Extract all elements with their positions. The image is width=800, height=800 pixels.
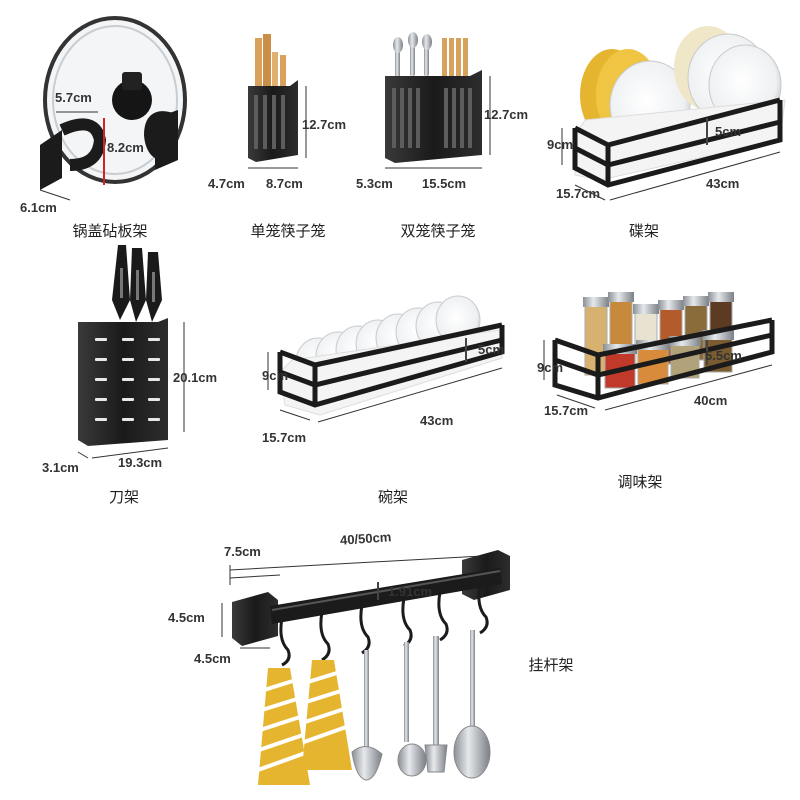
hanging-rail-illustration xyxy=(221,550,510,785)
dim-label: 15.5cm xyxy=(422,176,467,191)
dim-label: 3.1cm xyxy=(42,460,79,475)
caption-spice-rack: 调味架 xyxy=(617,474,663,491)
dim-label: 15.7cm xyxy=(544,403,589,418)
dim-label: 1.91cm xyxy=(388,584,433,599)
knife-block-illustration xyxy=(77,245,185,459)
dim-label: 5.5cm xyxy=(705,348,742,363)
dim-label: 5.3cm xyxy=(356,176,393,191)
pot-lid-rack-illustration xyxy=(39,16,187,201)
dim-label: 43cm xyxy=(420,413,454,428)
dim-label: 9cm xyxy=(262,368,289,383)
lid-knob xyxy=(112,80,152,120)
dish-rack-frame xyxy=(572,97,783,188)
dim-label: 5cm xyxy=(715,124,742,139)
striped-towels xyxy=(257,660,352,785)
dim-label: 6.1cm xyxy=(20,200,57,215)
dim-label: 9cm xyxy=(547,137,574,152)
left-bracket xyxy=(40,130,62,190)
dish-rack-illustration xyxy=(561,26,786,201)
caption-hanging-rail: 挂杆架 xyxy=(528,657,574,674)
dim-label: 15.7cm xyxy=(262,430,307,445)
dim-label: 15.7cm xyxy=(556,186,601,201)
bowl-rack-frame xyxy=(277,322,505,408)
caption-knife-block: 刀架 xyxy=(108,489,140,506)
dim-label: 4.7cm xyxy=(208,176,245,191)
bowl-rack-illustration xyxy=(267,295,505,423)
spice-rack-illustration xyxy=(543,292,775,411)
dim-label: 43cm xyxy=(706,176,740,191)
dim-label: 8.2cm xyxy=(107,140,144,155)
caption-single-chopstick-holder: 单笼筷子笼 xyxy=(250,223,326,240)
caption-dish-rack: 碟架 xyxy=(628,223,660,240)
caption-double-chopstick-holder: 双笼筷子笼 xyxy=(400,223,476,240)
dim-label: 5.7cm xyxy=(55,90,92,105)
hanging-rail xyxy=(270,568,502,624)
dim-label: 4.5cm xyxy=(168,610,205,625)
double-cage xyxy=(385,70,482,163)
dim-label: 8.7cm xyxy=(266,176,303,191)
dim-label: 19.3cm xyxy=(118,455,163,470)
caption-bowl-rack: 碗架 xyxy=(377,489,409,506)
dim-label: 20.1cm xyxy=(173,370,218,385)
spice-rack-frame xyxy=(552,317,775,401)
knife-block xyxy=(78,318,168,446)
caption-pot-lid-rack: 锅盖砧板架 xyxy=(72,223,148,240)
s-hooks xyxy=(279,584,489,667)
double-chopstick-holder-illustration xyxy=(385,32,491,169)
utensils xyxy=(351,630,491,781)
dim-label: 40cm xyxy=(694,393,728,408)
dim-label: 7.5cm xyxy=(224,544,261,559)
dim-label: 9cm xyxy=(537,360,564,375)
single-chopstick-holder-illustration xyxy=(248,34,307,169)
dim-label: 12.7cm xyxy=(484,107,529,122)
dim-label: 12.7cm xyxy=(302,117,347,132)
dim-label: 4.5cm xyxy=(194,651,231,666)
dim-label: 5cm xyxy=(478,342,505,357)
left-mount xyxy=(232,592,278,646)
